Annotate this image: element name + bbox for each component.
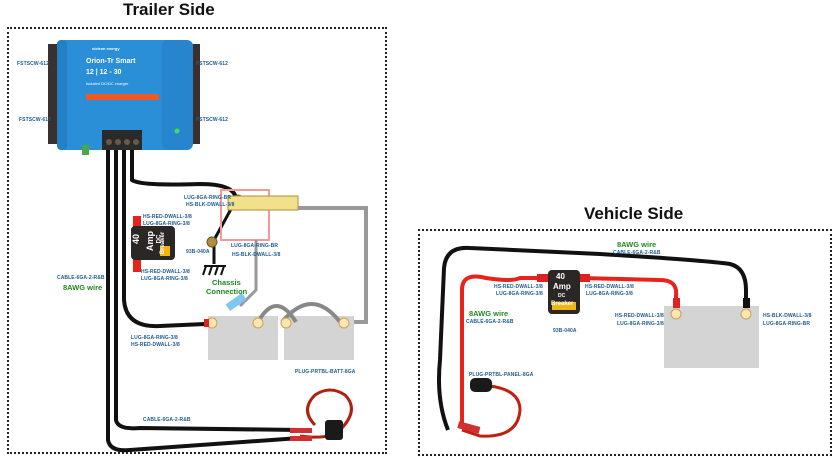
vehicle-breaker-part: 93B-040A <box>553 328 577 334</box>
breaker-bottom-label-1: HS-RED-DWALL-3/8 <box>141 269 190 275</box>
trailer-cable-breaker <box>122 150 206 329</box>
ground-upper-label-2: HS-BLK-DWALL-3/8 <box>186 202 235 208</box>
shunt-outline <box>220 189 270 241</box>
vehicle-plug-label: PLUG-PRTBL-PANEL-8GA <box>469 372 534 378</box>
breaker-top-label-2: LUG-8GA-RING-3/8 <box>143 221 190 227</box>
trailer-side-panel <box>7 27 387 454</box>
trailer-battery-1 <box>208 316 278 360</box>
trailer-cable-2 <box>114 150 301 432</box>
charger-subtitle: Isolated DC/DC charger <box>86 81 129 86</box>
temp-sensor <box>225 292 247 312</box>
charger-terminal-block <box>102 130 142 150</box>
screw-label-bottom-left: FSTSCW-612 <box>19 117 52 123</box>
vehicle-breaker-kind: Breaker <box>551 301 574 307</box>
trailer-cable-label: CABLE-6GA-2-R&B <box>57 275 105 281</box>
charger-ground-terminal <box>82 145 89 155</box>
vehicle-breaker-right-label-2: LUG-8GA-RING-3/8 <box>586 291 633 297</box>
vehicle-battery-neg-label-2: LUG-8GA-RING-BR <box>763 321 811 327</box>
charger-rating: 12 | 12 - 30 <box>86 69 122 76</box>
screw-label-bottom-right: FSTSCW-612 <box>196 117 229 123</box>
trailer-breaker-kind: Breaker <box>160 231 167 255</box>
vehicle-breaker-right-label-1: HS-RED-DWALL-3/8 <box>585 284 634 290</box>
vehicle-battery-pos-label-2: LUG-8GA-RING-3/8 <box>617 321 664 327</box>
vehicle-breaker-unit: Amp <box>553 282 571 291</box>
charger-orange-stripe <box>86 94 159 100</box>
vehicle-black-wire <box>437 245 748 431</box>
vehicle-cable-label: CABLE-6GA-2-R&B <box>613 250 661 256</box>
screw-label-top-right: FSTSCW-612 <box>196 61 229 67</box>
trailer-side-title: Trailer Side <box>123 0 215 19</box>
vehicle-breaker-left-label-1: HS-RED-DWALL-3/8 <box>494 284 543 290</box>
battery-lug-label-1: LUG-8GA-RING-3/8 <box>131 335 178 341</box>
shunt <box>227 195 299 211</box>
trailer-breaker-rating: 40 <box>131 233 142 245</box>
trailer-wire-label: 8AWG wire <box>63 283 103 292</box>
ground-upper-label-1: LUG-8GA-RING-BR <box>184 195 232 201</box>
charger-status-led <box>174 128 180 134</box>
vehicle-breaker-left-label-2: LUG-8GA-RING-3/8 <box>496 291 543 297</box>
vehicle-plug-body <box>470 378 492 392</box>
ground-mid-label-1: LUG-8GA-RING-BR <box>231 243 279 249</box>
breaker-top-label-1: HS-RED-DWALL-3/8 <box>143 214 192 220</box>
vehicle-breaker-rating: 40 <box>556 272 565 281</box>
vehicle-battery-neg-label-1: HS-BLK-DWALL-3/8 <box>763 313 812 319</box>
screw-label-top-left: FSTSCW-612 <box>17 61 50 67</box>
trailer-breaker-part: 93B-040A <box>186 249 210 255</box>
trailer-cable-1 <box>106 150 301 453</box>
ground-lug-lower <box>206 236 218 248</box>
vehicle-battery-neg-terminal <box>740 308 752 320</box>
vehicle-red-wire-right <box>579 276 679 310</box>
ground-mid-label-2: HS-BLK-DWALL-3/8 <box>232 252 281 258</box>
vehicle-plug-lead <box>461 384 522 438</box>
trailer-plug-body <box>325 420 343 440</box>
vehicle-red-wire-left <box>460 274 545 428</box>
chassis-label-1: Chassis <box>212 278 241 287</box>
shunt-sense-lead <box>238 240 258 308</box>
battery-terminal <box>338 317 350 329</box>
vehicle-breaker-type: DC <box>558 293 566 299</box>
vehicle-left-cable-label: CABLE-6GA-2-R&B <box>466 319 514 325</box>
battery-link-2 <box>280 302 342 324</box>
vehicle-battery-pos-terminal <box>670 308 682 320</box>
charger-model: Orion-Tr Smart <box>86 58 136 65</box>
vehicle-wire-label: 8AWG wire <box>617 240 657 249</box>
chassis-ground-symbol <box>202 265 226 276</box>
vehicle-left-wire-label: 8AWG wire <box>469 309 509 318</box>
battery-lug-label-2: HS-RED-DWALL-3/8 <box>131 342 180 348</box>
vehicle-side-panel <box>418 229 832 456</box>
chassis-label-2: Connection <box>206 287 248 296</box>
trailer-breaker-unit: Amp <box>145 231 155 251</box>
trailer-plug-label: PLUG-PRTBL-BATT-8GA <box>295 369 356 375</box>
battery-link-1 <box>256 304 298 324</box>
vehicle-side-title: Vehicle Side <box>584 204 684 223</box>
shunt-to-battery-gray <box>298 206 368 324</box>
trailer-bottom-cable-label: CABLE-6GA-2-R&B <box>143 417 191 423</box>
battery-terminal <box>280 317 292 329</box>
battery-terminal <box>252 317 264 329</box>
vehicle-battery-pos-label-1: HS-RED-DWALL-3/8 <box>615 313 664 319</box>
breaker-bottom-label-2: LUG-8GA-RING-3/8 <box>141 276 188 282</box>
trailer-cable-shunt <box>130 150 238 201</box>
charger-brand: victron energy <box>92 46 120 51</box>
